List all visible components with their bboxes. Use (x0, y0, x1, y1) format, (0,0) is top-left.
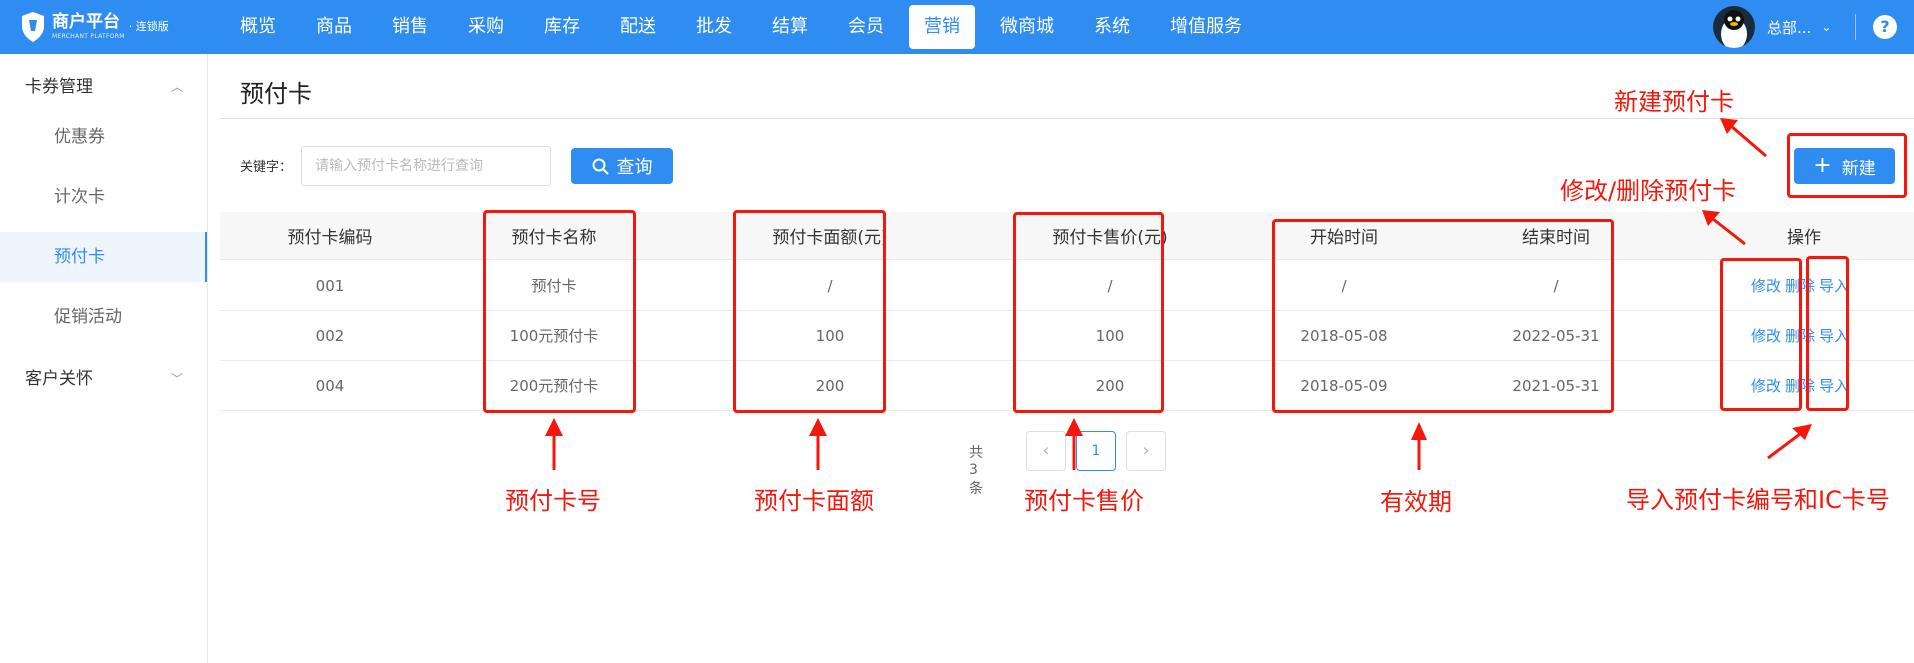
sidebar-item-coupon[interactable]: 优惠券 (54, 127, 105, 147)
search-input[interactable] (301, 146, 551, 186)
penguin-avatar-icon (1721, 10, 1747, 48)
chevron-down-icon[interactable]: ⌄ (1821, 20, 1832, 34)
table-cell: 001 (315, 276, 345, 295)
column-header: 结束时间 (1522, 228, 1590, 248)
nav-item[interactable]: 采购 (468, 16, 504, 37)
nav-item[interactable]: 营销 (909, 5, 975, 49)
annotation-box-sale-price (1013, 212, 1164, 413)
table-cell: 2018-05-09 (1300, 376, 1388, 395)
annotation-box-card-name (483, 210, 636, 413)
nav-item[interactable]: 结算 (772, 16, 808, 37)
table-cell: 预付卡 (531, 277, 577, 295)
table-cell: 200元预付卡 (509, 377, 599, 395)
annotation-validity: 有效期 (1380, 488, 1452, 516)
sidebar-item-prepaid-card[interactable]: 预付卡 (0, 232, 207, 282)
import-link[interactable]: 导入 (1819, 277, 1850, 295)
logo[interactable]: 商户平台 MERCHANT PLATFORM · 连锁版 (20, 9, 169, 45)
nav-item[interactable]: 概览 (240, 16, 276, 37)
import-link[interactable]: 导入 (1819, 327, 1850, 345)
page-1-button[interactable]: 1 (1076, 431, 1116, 471)
sidebar-group-coupon-management[interactable]: 卡券管理 ︿ (0, 62, 207, 112)
sidebar-item-promotion[interactable]: 促销活动 (54, 307, 122, 327)
logo-title: 商户平台 (52, 12, 120, 32)
annotation-sale-price: 预付卡售价 (1024, 487, 1144, 515)
annotation-box-validity (1272, 219, 1614, 413)
user-menu[interactable]: 总部... ⌄ (1713, 6, 1831, 48)
nav-item[interactable]: 库存 (544, 16, 580, 37)
column-header: 操作 (1787, 228, 1821, 248)
table-cell: 200 (1095, 376, 1125, 395)
column-header: 预付卡面额(元) (772, 228, 888, 248)
annotation-face-value: 预付卡面额 (754, 487, 874, 515)
nav-item[interactable]: 系统 (1094, 16, 1130, 37)
user-name[interactable]: 总部... (1767, 18, 1812, 37)
annotation-edit-delete: 修改/删除预付卡 (1560, 177, 1737, 205)
new-label: 新建 (1841, 158, 1876, 179)
nav-item[interactable]: 批发 (696, 16, 732, 37)
column-header: 开始时间 (1310, 228, 1378, 248)
divider (220, 118, 1914, 119)
annotation-new-card: 新建预付卡 (1614, 88, 1734, 116)
column-header: 预付卡编码 (287, 228, 373, 248)
sidebar-group-label: 客户关怀 (25, 369, 93, 389)
table-header: 预付卡编码 预付卡名称 预付卡面额(元) 预付卡售价(元) 开始时间 结束时间 … (220, 212, 1914, 260)
annotation-box-import (1806, 256, 1849, 411)
column-header: 预付卡售价(元) (1052, 228, 1168, 248)
nav-item[interactable]: 商品 (316, 16, 352, 37)
total-count: 共 3 条 (969, 445, 983, 497)
annotation-box-edit-delete (1720, 258, 1802, 411)
logo-edition: · 连锁版 (128, 20, 169, 33)
table-cell: / (1553, 276, 1559, 295)
nav-item[interactable]: 销售 (392, 16, 428, 37)
top-navbar: 商户平台 MERCHANT PLATFORM · 连锁版 概览 商品 销售 采购 库存 配… (0, 0, 1914, 54)
annotation-box-new (1787, 133, 1907, 198)
nav-item[interactable]: 增值服务 (1170, 16, 1242, 37)
query-button[interactable]: 查询 (571, 148, 673, 184)
nav-item[interactable]: 微商城 (1000, 16, 1054, 37)
import-link[interactable]: 导入 (1819, 377, 1850, 395)
table-cell: 2021-05-31 (1512, 376, 1600, 395)
nav-item[interactable]: 会员 (848, 16, 884, 37)
column-header: 预付卡名称 (511, 228, 597, 248)
annotation-box-face-value (733, 210, 886, 413)
sidebar: 卡券管理 ︿ 优惠券 计次卡 预付卡 促销活动 客户关怀 ﹀ (0, 54, 208, 663)
table-cell: 2018-05-08 (1300, 326, 1388, 345)
table-cell: 2022-05-31 (1512, 326, 1600, 345)
sidebar-group-customer-care[interactable]: 客户关怀 ﹀ (0, 354, 207, 404)
edit-link[interactable]: 修改 (1750, 277, 1781, 295)
keyword-label: 关键字： (240, 160, 293, 175)
table-cell: / (1107, 276, 1113, 295)
table-cell: 002 (315, 326, 345, 345)
avatar[interactable] (1713, 6, 1755, 48)
help-icon[interactable]: ? (1873, 15, 1897, 39)
logo-subtitle: MERCHANT PLATFORM (52, 33, 125, 40)
annotation-import: 导入预付卡编号和IC卡号 (1626, 486, 1890, 514)
main-nav: 概览 商品 销售 采购 库存 配送 批发 结算 会员 营销 微商城 系统 增值服务 (225, 5, 1267, 49)
edit-link[interactable]: 修改 (1750, 327, 1781, 345)
sidebar-item-count-card[interactable]: 计次卡 (54, 187, 105, 207)
sidebar-group-label: 卡券管理 (25, 77, 93, 97)
next-page-button[interactable]: › (1126, 431, 1166, 471)
shield-logo-icon (22, 12, 44, 42)
chevron-down-icon: ﹀ (170, 372, 183, 386)
table-cell: 100 (1095, 326, 1125, 345)
nav-item[interactable]: 配送 (620, 16, 656, 37)
table-cell: 100元预付卡 (509, 327, 599, 345)
table-cell: 100 (815, 326, 845, 345)
edit-link[interactable]: 修改 (1750, 377, 1781, 395)
plus-icon: + (1813, 153, 1832, 178)
search-icon (592, 158, 608, 174)
new-button[interactable]: + 新建 (1794, 148, 1895, 184)
prev-page-button[interactable]: ‹ (1026, 431, 1066, 471)
table-cell: 004 (315, 376, 345, 395)
annotation-card-no: 预付卡号 (505, 487, 601, 515)
divider (1855, 14, 1856, 40)
table-cell: / (827, 276, 833, 295)
page-title: 预付卡 (240, 80, 312, 108)
query-label: 查询 (616, 157, 653, 178)
table-cell: 200 (815, 376, 845, 395)
table-cell: / (1341, 276, 1347, 295)
chevron-up-icon: ︿ (170, 80, 183, 94)
